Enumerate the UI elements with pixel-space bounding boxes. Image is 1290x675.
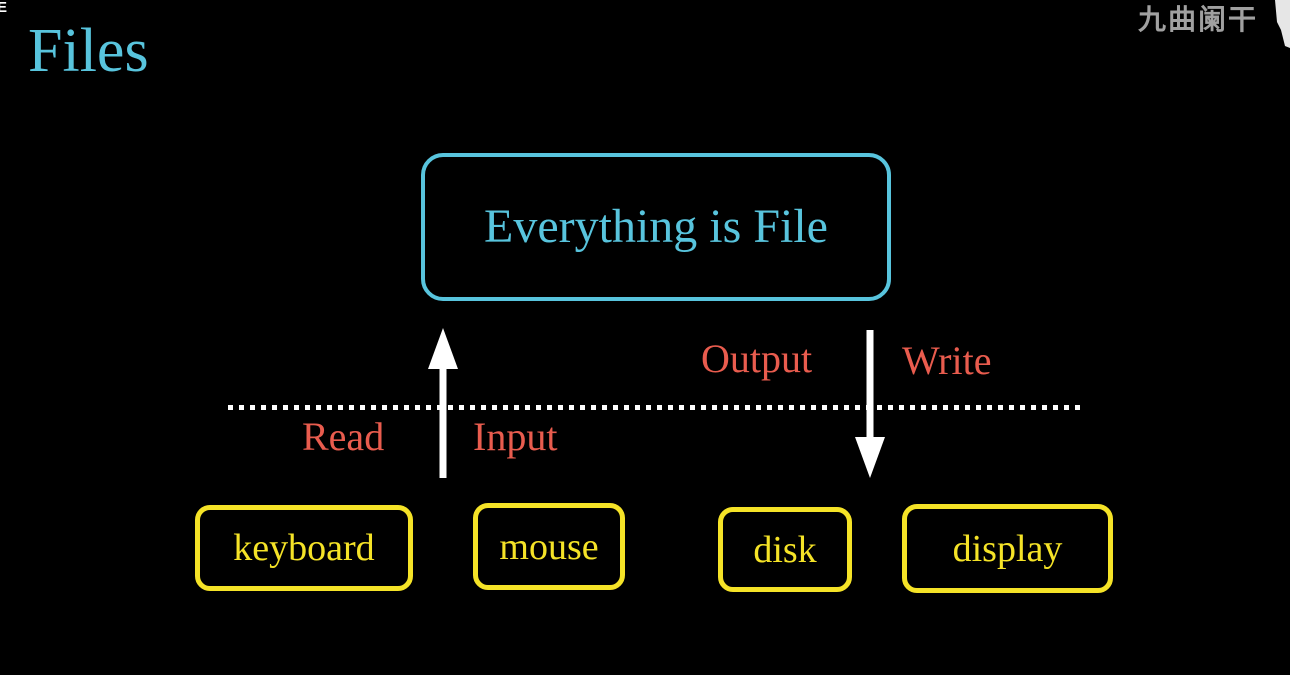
input-label: Input [473, 414, 558, 459]
watermark-banner-logo-icon [1275, 0, 1290, 48]
corner-text-fragment: E [0, 0, 8, 16]
everything-is-file-box: Everything is File [421, 153, 891, 301]
output-arrow-down-icon [855, 330, 885, 478]
input-arrow-up-icon [428, 328, 458, 478]
device-label: mouse [499, 525, 599, 568]
everything-is-file-label: Everything is File [484, 200, 828, 253]
device-box-keyboard: keyboard [195, 505, 413, 591]
device-box-display: display [902, 504, 1113, 593]
write-label: Write [902, 338, 992, 383]
device-label: disk [753, 528, 817, 571]
page-title: Files [28, 17, 149, 85]
output-label: Output [701, 336, 813, 381]
device-label: display [952, 527, 1063, 570]
kernel-boundary-dotted-line [228, 405, 1085, 410]
read-label: Read [302, 414, 385, 459]
device-label: keyboard [233, 527, 375, 569]
device-box-disk: disk [718, 507, 852, 592]
device-box-mouse: mouse [473, 503, 625, 590]
watermark-text: 九曲阑干 [1138, 4, 1259, 35]
